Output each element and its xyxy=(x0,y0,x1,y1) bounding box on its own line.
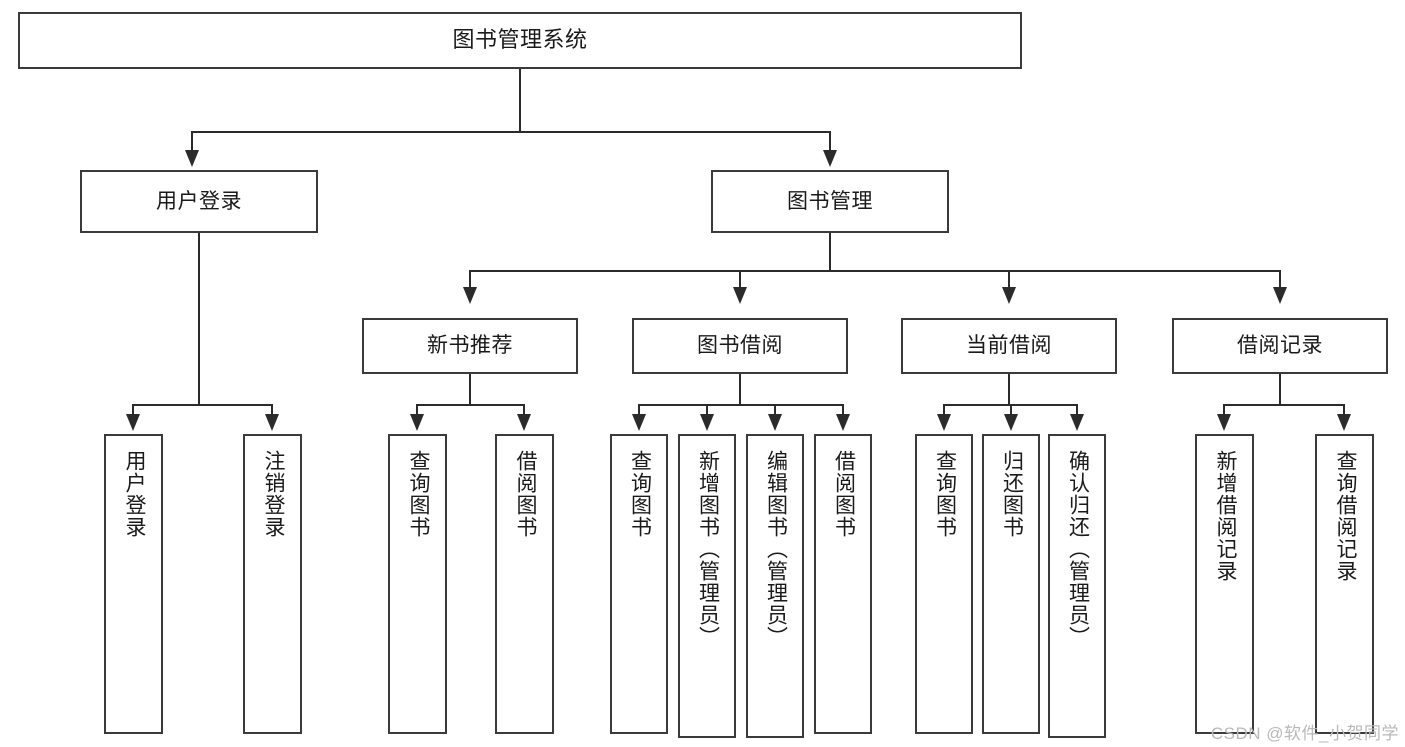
edge-current-borrow-leaf-3 xyxy=(1076,404,1078,418)
leaf-label: 归还图书 xyxy=(1000,450,1024,538)
node-user-login[interactable]: 用户登录 xyxy=(80,170,318,233)
edge-book-borrow-leaf-3 xyxy=(774,404,776,418)
node-borrow-record[interactable]: 借阅记录 xyxy=(1172,318,1388,374)
arrowhead-user-login xyxy=(185,150,199,167)
node-label: 用户登录 xyxy=(156,189,242,213)
leaf-borrow-record-query-record[interactable]: 查询借阅记录 xyxy=(1315,434,1374,734)
edge-book-management-stem xyxy=(829,233,831,271)
node-current-borrow[interactable]: 当前借阅 xyxy=(901,318,1117,374)
edge-user-login-stem xyxy=(198,233,200,405)
edge-user-login-bus xyxy=(132,404,272,406)
node-root-book-management-system[interactable]: 图书管理系统 xyxy=(18,12,1022,69)
leaf-label: 用户登录 xyxy=(122,450,146,538)
edge-to-borrow-record xyxy=(1279,270,1281,290)
leaf-label: 查询图书 xyxy=(933,450,957,538)
arrowhead-current-borrow-leaf-3 xyxy=(1070,414,1084,431)
leaf-label: 借阅图书 xyxy=(513,450,537,538)
node-book-borrow[interactable]: 图书借阅 xyxy=(632,318,848,374)
leaf-book-borrow-query-book[interactable]: 查询图书 xyxy=(610,434,668,734)
arrowhead-book-borrow-leaf-4 xyxy=(836,414,850,431)
leaf-label: 查询图书 xyxy=(406,450,430,538)
edge-book-borrow-leaf-4 xyxy=(842,404,844,418)
edge-borrow-record-leaf-1 xyxy=(1223,404,1225,418)
arrowhead-new-book-recommend-leaf-1 xyxy=(410,414,424,431)
leaf-user-login-login[interactable]: 用户登录 xyxy=(104,434,163,734)
arrowhead-borrow-record-leaf-1 xyxy=(1217,414,1231,431)
edge-current-borrow-leaf-2 xyxy=(1010,404,1012,418)
leaf-book-borrow-add-book-admin[interactable]: 新增图书（管理员） xyxy=(678,434,736,738)
leaf-label: 编辑图书（管理员） xyxy=(764,450,788,648)
leaf-current-borrow-return-book[interactable]: 归还图书 xyxy=(982,434,1040,734)
leaf-new-book-borrow-book[interactable]: 借阅图书 xyxy=(495,434,554,734)
node-label: 图书管理系统 xyxy=(452,27,588,53)
edge-borrow-record-stem xyxy=(1279,374,1281,405)
edge-to-book-management xyxy=(829,131,831,154)
edge-to-book-borrow xyxy=(739,270,741,290)
leaf-current-borrow-confirm-return-admin[interactable]: 确认归还（管理员） xyxy=(1048,434,1106,738)
edge-borrow-record-bus xyxy=(1223,404,1343,406)
arrowhead-user-login-leaf-1 xyxy=(126,414,140,431)
edge-current-borrow-leaf-1 xyxy=(943,404,945,418)
arrowhead-book-borrow-leaf-1 xyxy=(632,414,646,431)
arrowhead-book-management xyxy=(823,150,837,167)
node-book-management[interactable]: 图书管理 xyxy=(711,170,949,233)
edge-current-borrow-stem xyxy=(1008,374,1010,405)
leaf-user-login-logout[interactable]: 注销登录 xyxy=(243,434,302,734)
edge-root-stem xyxy=(519,69,521,132)
edge-new-book-recommend-leaf-2 xyxy=(523,404,525,418)
node-label: 借阅记录 xyxy=(1237,334,1323,358)
arrowhead-book-borrow-leaf-2 xyxy=(700,414,714,431)
watermark-text: CSDN @软件_小贺同学 xyxy=(1210,724,1399,743)
edge-book-borrow-stem xyxy=(739,374,741,405)
edge-book-borrow-leaf-1 xyxy=(638,404,640,418)
leaf-label: 新增图书（管理员） xyxy=(696,450,720,648)
edge-book-borrow-bus xyxy=(638,404,844,406)
arrowhead-new-book-recommend-leaf-2 xyxy=(517,414,531,431)
arrowhead-new-book-recommend xyxy=(463,287,477,304)
arrowhead-current-borrow-leaf-2 xyxy=(1004,414,1018,431)
edge-to-new-book-recommend xyxy=(469,270,471,290)
edge-level2-bus xyxy=(191,131,831,133)
arrowhead-book-borrow-leaf-3 xyxy=(768,414,782,431)
leaf-label: 查询图书 xyxy=(628,450,652,538)
edge-user-login-leaf-2 xyxy=(271,404,273,418)
leaf-label: 注销登录 xyxy=(261,450,285,538)
leaf-label: 查询借阅记录 xyxy=(1333,450,1357,582)
leaf-book-borrow-edit-book-admin[interactable]: 编辑图书（管理员） xyxy=(746,434,804,738)
node-new-book-recommend[interactable]: 新书推荐 xyxy=(362,318,578,374)
edge-to-current-borrow xyxy=(1008,270,1010,290)
arrowhead-borrow-record-leaf-2 xyxy=(1337,414,1351,431)
arrowhead-borrow-record xyxy=(1273,287,1287,304)
node-label: 新书推荐 xyxy=(427,334,513,358)
node-label: 当前借阅 xyxy=(966,334,1052,358)
leaf-borrow-record-add-record[interactable]: 新增借阅记录 xyxy=(1195,434,1254,734)
leaf-label: 借阅图书 xyxy=(832,450,856,538)
edge-level3-bus xyxy=(469,270,1281,272)
arrowhead-book-borrow xyxy=(733,287,747,304)
edge-book-borrow-leaf-2 xyxy=(706,404,708,418)
edge-new-book-recommend-bus xyxy=(416,404,525,406)
arrowhead-user-login-leaf-2 xyxy=(265,414,279,431)
node-label: 图书管理 xyxy=(787,189,873,213)
arrowhead-current-borrow-leaf-1 xyxy=(937,414,951,431)
arrowhead-current-borrow xyxy=(1002,287,1016,304)
edge-user-login-leaf-1 xyxy=(132,404,134,418)
edge-new-book-recommend-leaf-1 xyxy=(416,404,418,418)
leaf-label: 新增借阅记录 xyxy=(1213,450,1237,582)
edge-borrow-record-leaf-2 xyxy=(1343,404,1345,418)
edge-to-user-login xyxy=(191,131,193,154)
leaf-current-borrow-query-book[interactable]: 查询图书 xyxy=(915,434,973,734)
edge-new-book-recommend-stem xyxy=(469,374,471,405)
leaf-book-borrow-borrow-book[interactable]: 借阅图书 xyxy=(814,434,872,734)
node-label: 图书借阅 xyxy=(697,334,783,358)
leaf-new-book-query-book[interactable]: 查询图书 xyxy=(388,434,447,734)
leaf-label: 确认归还（管理员） xyxy=(1066,450,1090,648)
